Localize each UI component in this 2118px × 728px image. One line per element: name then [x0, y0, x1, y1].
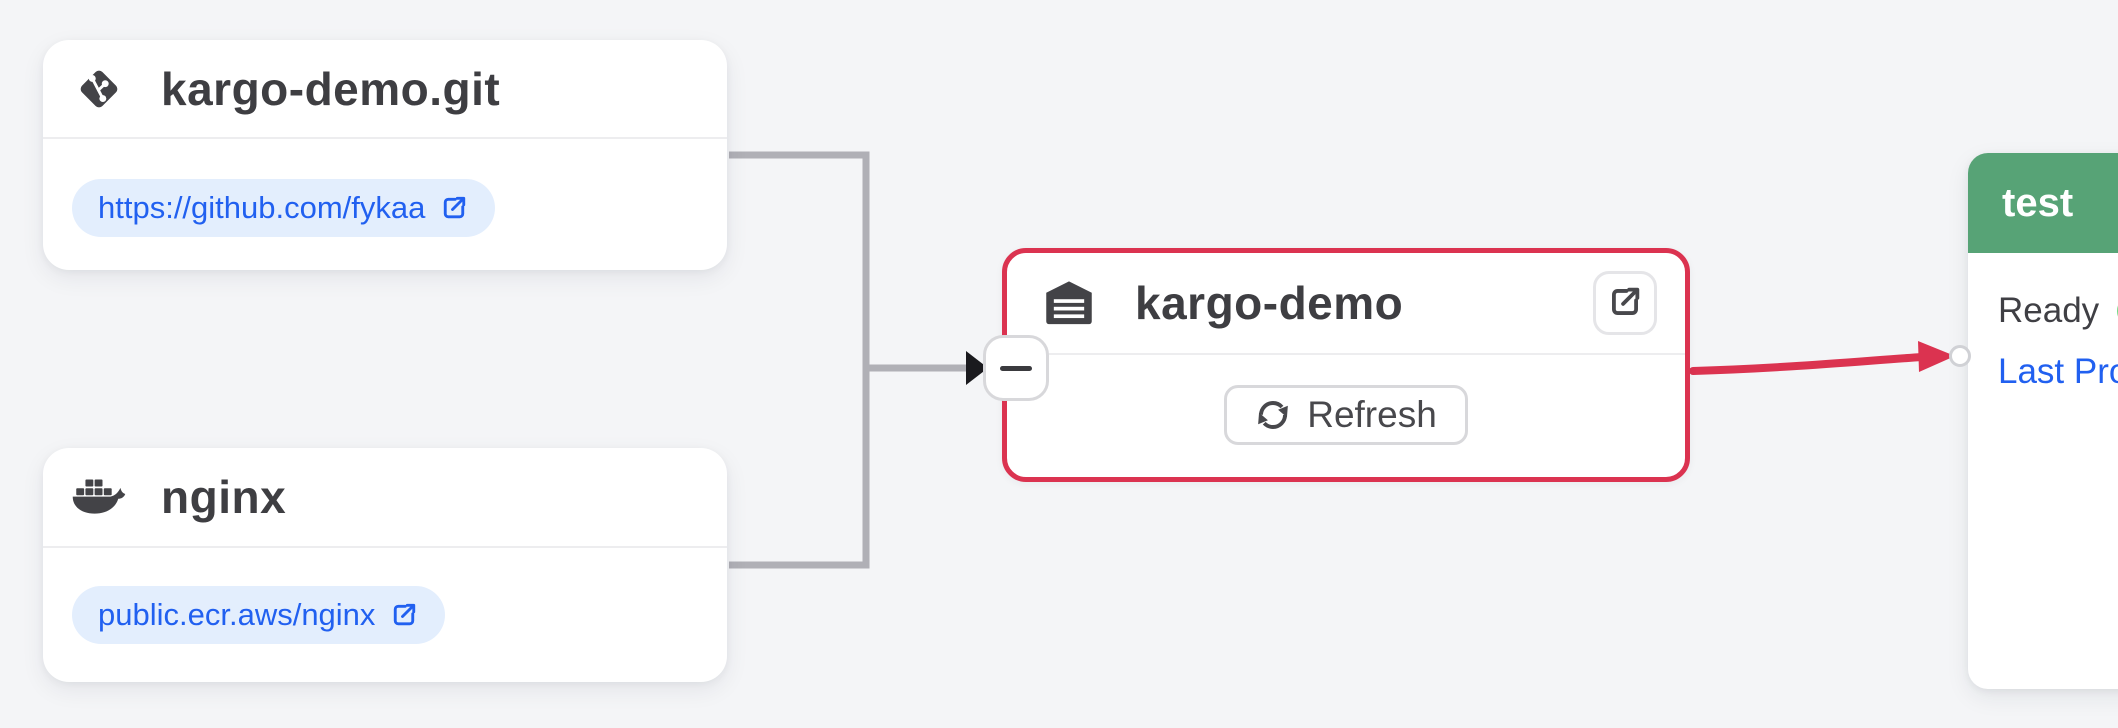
stage-status-row: Ready	[1998, 289, 2118, 333]
stage-node-test[interactable]: test Ready Last Promotion	[1968, 153, 2118, 689]
external-link-icon	[439, 193, 469, 223]
stage-title: test	[2002, 180, 2074, 225]
repo-link-label: public.ecr.aws/nginx	[98, 597, 376, 632]
refresh-button[interactable]: Refresh	[1224, 385, 1468, 445]
repo-node-nginx-body: public.ecr.aws/nginx	[43, 548, 727, 644]
warehouse-node-body: Refresh	[1007, 355, 1685, 445]
repo-node-nginx: nginx public.ecr.aws/nginx	[43, 448, 727, 682]
warehouse-title: kargo-demo	[1135, 277, 1404, 329]
warehouse-icon	[1041, 277, 1097, 329]
repo-link-label: https://github.com/fykaa	[98, 190, 426, 225]
open-warehouse-button[interactable]	[1593, 271, 1657, 335]
collapse-button[interactable]	[983, 335, 1049, 401]
warehouse-node[interactable]: kargo-demo	[1002, 248, 1690, 482]
repo-node-git-header: kargo-demo.git	[43, 40, 727, 139]
minus-icon	[1000, 365, 1032, 371]
stage-header: test	[1968, 153, 2118, 253]
stage-body: Ready Last Promotion	[1968, 253, 2118, 392]
docker-icon	[71, 475, 127, 519]
repo-node-git: kargo-demo.git https://github.com/fykaa	[43, 40, 727, 270]
refresh-button-label: Refresh	[1307, 394, 1437, 435]
repo-link-nginx[interactable]: public.ecr.aws/nginx	[72, 586, 446, 644]
git-icon	[71, 66, 127, 112]
external-link-icon	[1606, 283, 1644, 324]
sync-icon	[1255, 397, 1291, 433]
last-promotion-link[interactable]: Last Promotion	[1998, 352, 2118, 391]
repo-node-git-body: https://github.com/fykaa	[43, 139, 727, 237]
stage-status-label: Ready	[1998, 291, 2100, 330]
repo-title: nginx	[161, 471, 287, 523]
edge-connector-dot	[1949, 345, 1971, 367]
edge-arrowhead-red	[1918, 341, 1955, 372]
warehouse-node-header: kargo-demo	[1007, 253, 1685, 355]
repo-title: kargo-demo.git	[161, 62, 501, 115]
repo-node-nginx-header: nginx	[43, 448, 727, 548]
edge-arrowhead-black	[966, 351, 988, 385]
edge-warehouse-to-test	[1689, 353, 1926, 375]
external-link-icon	[389, 600, 419, 630]
repo-link-git[interactable]: https://github.com/fykaa	[72, 179, 496, 237]
